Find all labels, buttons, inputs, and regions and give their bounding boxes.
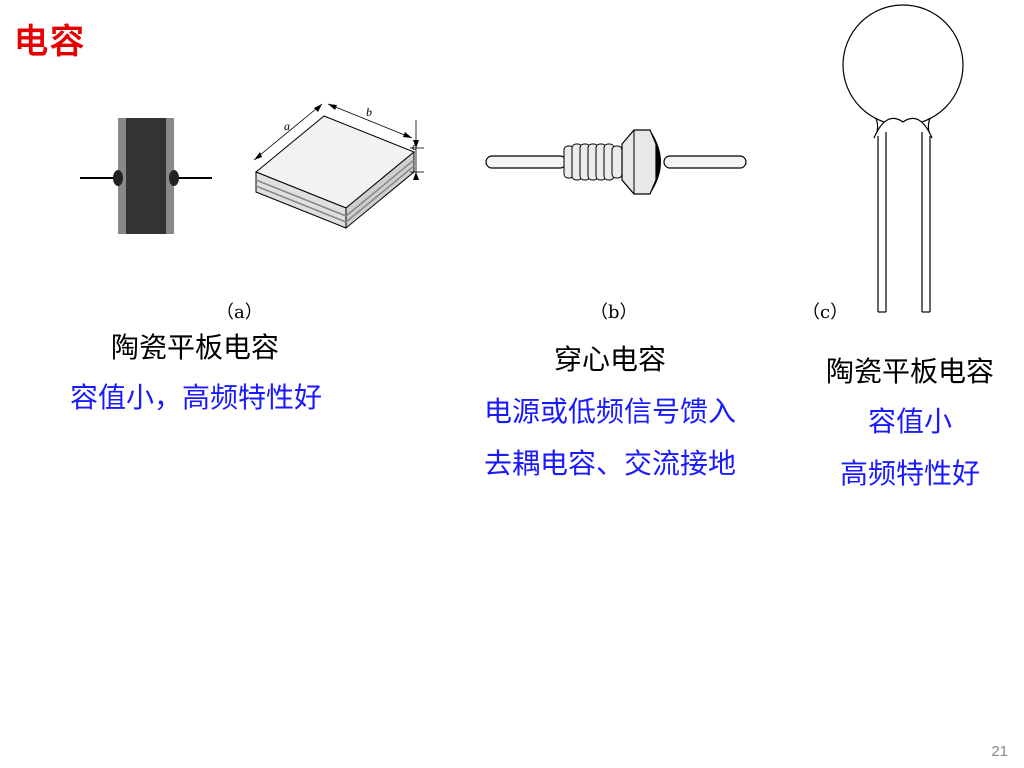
disc-capacitor-illustration xyxy=(842,4,964,313)
middle-section-line-1: 电源或低频信号馈入 xyxy=(483,395,736,428)
figure-b-label: （b） xyxy=(590,302,638,323)
slide-title: 电容 xyxy=(14,22,86,62)
right-section-line-2: 高频特性好 xyxy=(839,457,980,490)
middle-section-line-2: 去耦电容、交流接地 xyxy=(483,447,736,480)
left-section-line-1: 容值小，高频特性好 xyxy=(69,381,322,414)
left-section-heading: 陶瓷平板电容 xyxy=(110,331,279,364)
middle-section-heading: 穿心电容 xyxy=(553,343,666,376)
figure-a-label: （a） xyxy=(216,302,263,323)
dim-label-a: a xyxy=(284,119,290,133)
page-number: 21 xyxy=(991,743,1008,760)
dim-label-c: c xyxy=(412,139,418,153)
dim-label-b: b xyxy=(366,105,372,119)
capacitor-plate-illustration: a b c xyxy=(253,103,424,230)
capacitor-cross-section-illustration xyxy=(80,118,212,234)
feedthrough-capacitor-illustration xyxy=(485,129,747,195)
right-section-heading: 陶瓷平板电容 xyxy=(825,355,994,388)
right-section-line-1: 容值小 xyxy=(867,405,952,438)
figure-c-label: （c） xyxy=(802,302,849,323)
